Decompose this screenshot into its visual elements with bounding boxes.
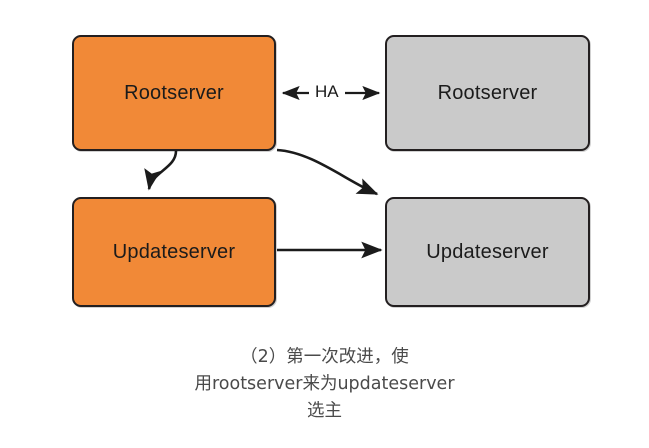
edge-rootserver-to-updateserver-standby xyxy=(276,148,379,196)
diagram-caption: （2）第一次改进，使 用rootserver来为updateserver 选主 xyxy=(0,344,649,425)
node-rootserver-primary[interactable]: Rootserver xyxy=(72,35,276,151)
node-updateserver-primary-label: Updateserver xyxy=(112,241,236,263)
caption-line-3: 选主 xyxy=(307,401,342,421)
node-updateserver-standby-label: Updateserver xyxy=(426,241,549,263)
node-rootserver-primary-label: Rootserver xyxy=(124,82,224,104)
node-updateserver-primary[interactable]: Updateserver xyxy=(72,197,276,307)
node-updateserver-standby[interactable]: Updateserver xyxy=(385,197,590,307)
node-rootserver-standby[interactable]: Rootserver xyxy=(385,35,590,151)
edge-rootserver-to-updateserver-primary xyxy=(144,150,178,191)
edge-label-ha: HA xyxy=(313,82,341,101)
node-rootserver-standby-label: Rootserver xyxy=(437,82,538,104)
caption-line-2: 用rootserver来为updateserver xyxy=(194,374,455,394)
caption-line-1: （2）第一次改进，使 xyxy=(240,347,409,367)
